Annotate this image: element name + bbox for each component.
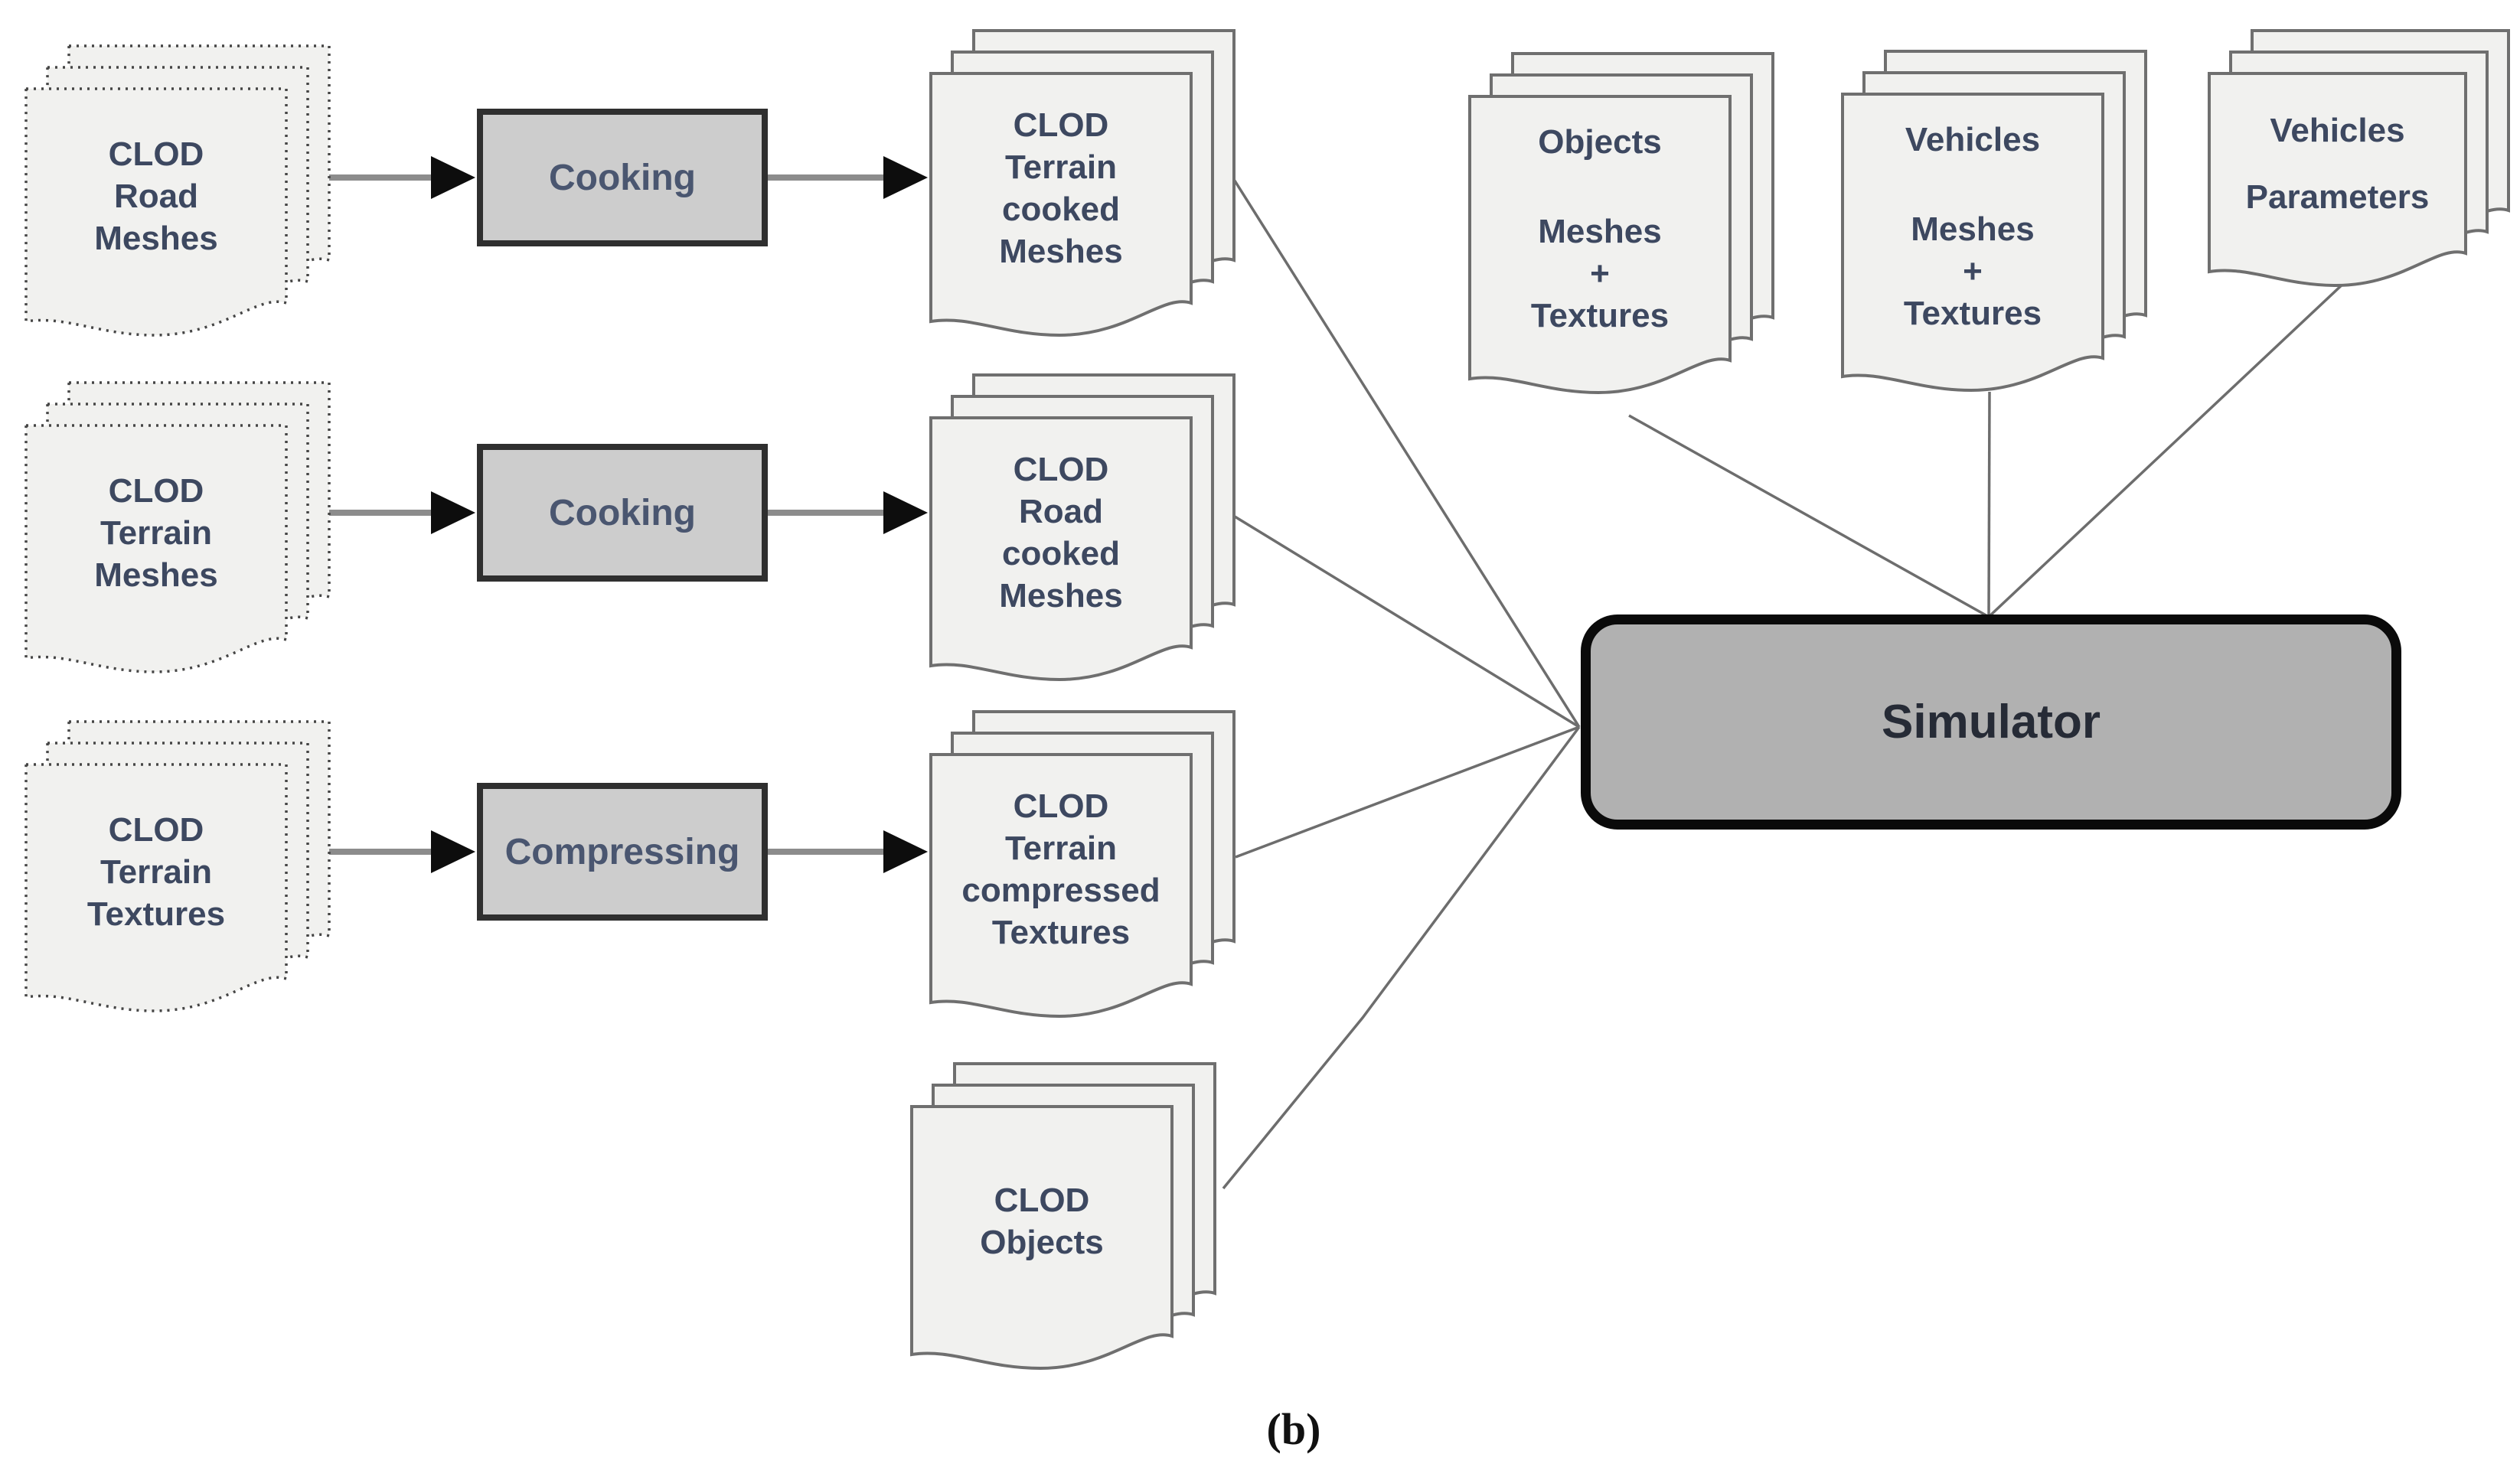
doc-line: cooked — [1001, 191, 1121, 228]
arrow-head-icon — [431, 156, 475, 199]
doc-line: Textures — [991, 914, 1131, 951]
doc-stack-clod-terrain-cooked-meshes: CLOD Terrain cooked Meshes — [929, 29, 1236, 338]
doc-line: Meshes — [94, 556, 218, 594]
doc-line: + — [1963, 252, 1983, 290]
connector-compressed-textures-to-simulator — [1235, 725, 1580, 859]
doc-line: Road — [114, 177, 198, 215]
arrow-head-icon — [883, 156, 928, 199]
doc-line: cooked — [1001, 535, 1121, 572]
document-pages-icon — [910, 1062, 1216, 1371]
connector-vehicles-assets-to-simulator — [1987, 391, 1991, 618]
process-label: Cooking — [549, 492, 696, 533]
doc-line: Meshes — [999, 577, 1123, 614]
doc-line: CLOD — [994, 1182, 1090, 1219]
document-pages-icon — [1841, 50, 2147, 393]
doc-line: CLOD — [1013, 106, 1109, 144]
doc-stack-objects-meshes-textures: Objects Meshes + Textures — [1468, 52, 1774, 396]
simulator-node: Simulator — [1581, 614, 2401, 830]
connector-vehicle-params-to-simulator — [1987, 280, 2347, 618]
doc-stack-clod-road-meshes: CLOD Road Meshes — [24, 44, 331, 338]
arrow-head-icon — [883, 830, 928, 873]
document-pages-icon — [1468, 52, 1774, 395]
connector-clod-objects-to-simulator — [1222, 725, 1581, 1190]
doc-line: Meshes — [1911, 210, 2035, 248]
connector-road-cooked-to-simulator — [1234, 515, 1580, 729]
doc-line: Terrain — [1005, 148, 1117, 186]
doc-line: Vehicles — [1905, 120, 2041, 158]
doc-stack-clod-road-cooked-meshes: CLOD Road cooked Meshes — [929, 373, 1236, 683]
doc-line: + — [1590, 254, 1610, 292]
doc-line: compressed — [961, 872, 1160, 909]
doc-line: CLOD — [108, 471, 204, 510]
doc-stack-clod-terrain-meshes: CLOD Terrain Meshes — [24, 381, 331, 675]
doc-stack-clod-terrain-textures: CLOD Terrain Textures — [24, 720, 331, 1014]
doc-stack-clod-terrain-compressed-textures: CLOD Terrain compressed Textures — [929, 710, 1236, 1019]
connector-objects-assets-to-simulator — [1628, 414, 1990, 618]
doc-line: CLOD — [108, 810, 204, 849]
document-pages-icon — [929, 29, 1236, 337]
doc-line: Textures — [1530, 296, 1670, 334]
doc-line: CLOD — [108, 135, 204, 173]
doc-line: Vehicles — [2270, 111, 2405, 149]
doc-line: Objects — [1538, 122, 1662, 161]
doc-line: Textures — [1903, 294, 2042, 332]
doc-line: CLOD — [1013, 787, 1109, 825]
doc-line: Parameters — [2245, 178, 2430, 216]
process-label: Compressing — [504, 831, 740, 872]
arrow-head-icon — [883, 491, 928, 534]
process-box-compressing: Compressing — [477, 783, 768, 921]
process-box-cooking-2: Cooking — [477, 444, 768, 582]
document-pages-icon — [24, 381, 331, 673]
doc-line: Meshes — [999, 233, 1123, 270]
doc-line: Meshes — [1538, 212, 1662, 250]
connector-terrain-cooked-to-simulator — [1232, 178, 1581, 728]
doc-stack-clod-objects: CLOD Objects — [910, 1062, 1216, 1371]
figure-caption: (b) — [1266, 1404, 1321, 1454]
process-label: Cooking — [549, 157, 696, 198]
doc-line: Terrain — [1005, 830, 1117, 867]
doc-line: Meshes — [94, 219, 218, 257]
document-pages-icon — [929, 710, 1236, 1019]
doc-line: CLOD — [1013, 451, 1109, 488]
simulator-label: Simulator — [1882, 696, 2101, 748]
doc-stack-vehicles-meshes-textures: Vehicles Meshes + Textures — [1841, 50, 2147, 393]
arrow-head-icon — [431, 491, 475, 534]
document-pages-icon — [2208, 29, 2510, 288]
doc-line: Textures — [87, 895, 226, 933]
document-pages-icon — [24, 720, 331, 1012]
document-pages-icon — [929, 373, 1236, 682]
doc-stack-vehicles-parameters: Vehicles Parameters — [2208, 29, 2510, 289]
doc-line: Road — [1019, 493, 1103, 530]
doc-line: Terrain — [100, 513, 212, 552]
process-box-cooking-1: Cooking — [477, 109, 768, 246]
doc-line: Terrain — [100, 852, 212, 891]
doc-line: Objects — [980, 1224, 1104, 1261]
document-pages-icon — [24, 44, 331, 337]
arrow-head-icon — [431, 830, 475, 873]
